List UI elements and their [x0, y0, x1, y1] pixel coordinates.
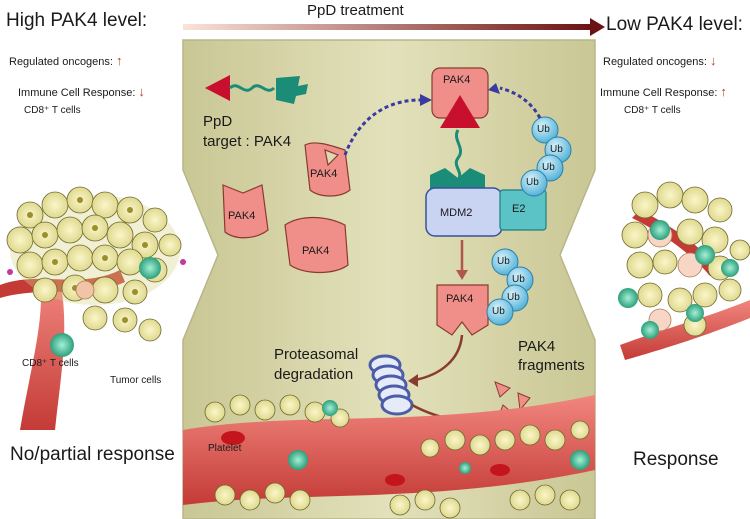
right-title: Low PAK4 level: — [606, 14, 743, 35]
right-cd8-text: CD8⁺ T cells — [624, 105, 681, 116]
pak4-top — [431, 67, 489, 181]
mdm2-complex — [425, 168, 547, 237]
up-arrow-icon: ↑ — [720, 84, 727, 99]
platelet-label: Platelet — [208, 443, 242, 454]
left-immune-text: Immune Cell Response:↓ — [18, 84, 145, 99]
proteasome-icon — [368, 354, 414, 416]
pak4-ubiquitinated — [436, 248, 534, 336]
left-cd8-text: CD8⁺ T cells — [24, 105, 81, 116]
pak4-label-2: PAK4 — [228, 210, 256, 222]
ub-label-6: Ub — [512, 274, 525, 285]
right-tumor-cluster — [618, 181, 750, 360]
pak4-label-1: PAK4 — [310, 168, 338, 180]
up-arrow-icon: ↑ — [115, 53, 123, 68]
left-oncogens-text: Regulated oncogens:↑ — [9, 53, 123, 68]
pak4-shapes — [222, 142, 351, 274]
left-tumor-cells-label: Tumor cells — [110, 375, 162, 386]
target-label: target : PAK4 — [203, 133, 292, 150]
degradation-label: degradation — [274, 366, 354, 383]
ub-chain-upper — [520, 116, 572, 197]
down-arrow-icon: ↓ — [138, 84, 145, 99]
ub-label-5: Ub — [497, 256, 510, 267]
ub-label-2: Ub — [550, 144, 563, 155]
right-immune-text: Immune Cell Response:↑ — [600, 84, 727, 99]
left-title: High PAK4 level: — [6, 10, 148, 31]
right-oncogens-text: Regulated oncogens:↓ — [603, 53, 717, 68]
ub-label-7: Ub — [507, 292, 520, 303]
treatment-arrow — [183, 18, 605, 36]
ub-label-4: Ub — [526, 177, 539, 188]
curve-arrow-proteasome — [414, 334, 464, 382]
right-footer: Response — [633, 449, 719, 470]
center-title: PpD treatment — [307, 2, 404, 19]
left-footer: No/partial response — [10, 444, 175, 465]
ub-label-8: Ub — [492, 306, 505, 317]
left-tumor-cluster — [0, 186, 186, 430]
pak4-top-label: PAK4 — [443, 74, 471, 86]
e2-label: E2 — [512, 203, 526, 215]
proteasomal-label: Proteasomal — [274, 346, 359, 363]
ub-label-1: Ub — [537, 124, 550, 135]
ppd-molecule — [205, 75, 308, 104]
ub-label-3: Ub — [542, 162, 555, 173]
bottom-vessel — [183, 394, 595, 519]
pak4-label-3: PAK4 — [302, 245, 330, 257]
left-cd8-cells-label: CD8⁺ T cells — [22, 358, 79, 369]
mdm2-label: MDM2 — [440, 207, 473, 219]
fragments-label-1: PAK4 — [518, 338, 556, 355]
ppd-label: PpD — [203, 113, 233, 130]
pak4-ub-label: PAK4 — [446, 293, 474, 305]
down-arrow-icon: ↓ — [709, 53, 717, 68]
fragments-label-2: fragments — [518, 357, 585, 374]
